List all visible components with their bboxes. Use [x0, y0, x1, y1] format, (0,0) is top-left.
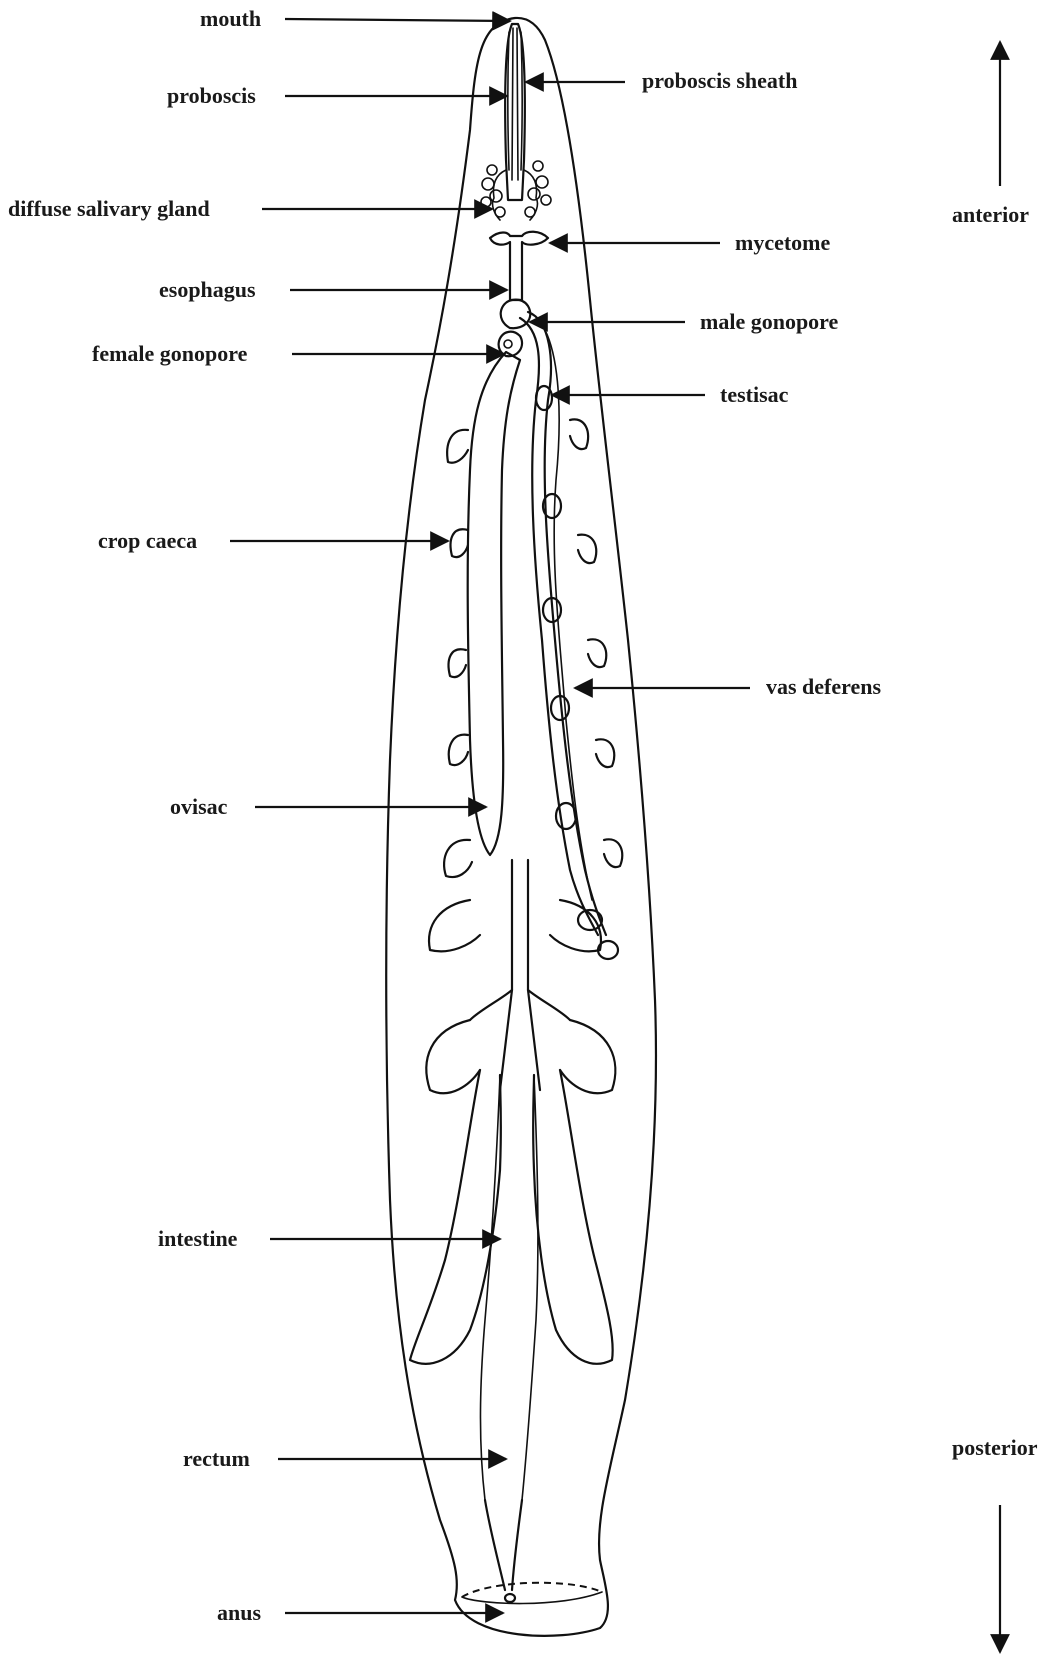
orientation-posterior: posterior [952, 1435, 1038, 1652]
label-rectum: rectum [183, 1446, 250, 1471]
label-mouth-group: mouth [200, 6, 510, 31]
label-anus: anus [217, 1600, 261, 1625]
label-proboscis-group: proboscis [167, 83, 507, 108]
label-testisac-group: testisac [552, 382, 789, 407]
label-anterior: anterior [952, 202, 1029, 227]
label-diffuse-salivary-gland-group: diffuse salivary gland [8, 196, 492, 221]
testisac-vas-deferens [520, 312, 618, 959]
label-vas-deferens: vas deferens [766, 674, 882, 699]
ovisac [468, 352, 520, 855]
label-esophagus: esophagus [159, 277, 256, 302]
label-proboscis-sheath: proboscis sheath [642, 68, 797, 93]
label-ovisac: ovisac [170, 794, 228, 819]
label-posterior: posterior [952, 1435, 1038, 1460]
intestine [410, 860, 615, 1500]
label-diffuse-salivary-gland: diffuse salivary gland [8, 196, 210, 221]
label-mycetome-group: mycetome [550, 230, 831, 255]
label-crop-caeca: crop caeca [98, 528, 197, 553]
label-male-gonopore-group: male gonopore [530, 309, 839, 334]
orientation-anterior: anterior [952, 42, 1029, 227]
salivary-glands [481, 161, 551, 220]
label-crop-caeca-group: crop caeca [98, 528, 448, 553]
label-female-gonopore: female gonopore [92, 341, 248, 366]
label-vas-deferens-group: vas deferens [575, 674, 882, 699]
label-mouth: mouth [200, 6, 261, 31]
label-proboscis: proboscis [167, 83, 256, 108]
label-rectum-group: rectum [183, 1446, 506, 1471]
proboscis-structure [505, 24, 525, 200]
label-testisac: testisac [720, 382, 789, 407]
label-female-gonopore-group: female gonopore [92, 341, 504, 366]
label-proboscis-sheath-group: proboscis sheath [526, 68, 797, 93]
label-anus-group: anus [217, 1600, 503, 1625]
label-intestine: intestine [158, 1226, 238, 1251]
label-mycetome: mycetome [735, 230, 831, 255]
label-esophagus-group: esophagus [159, 277, 507, 302]
label-male-gonopore: male gonopore [700, 309, 839, 334]
label-ovisac-group: ovisac [170, 794, 486, 819]
gonopores [499, 300, 531, 357]
